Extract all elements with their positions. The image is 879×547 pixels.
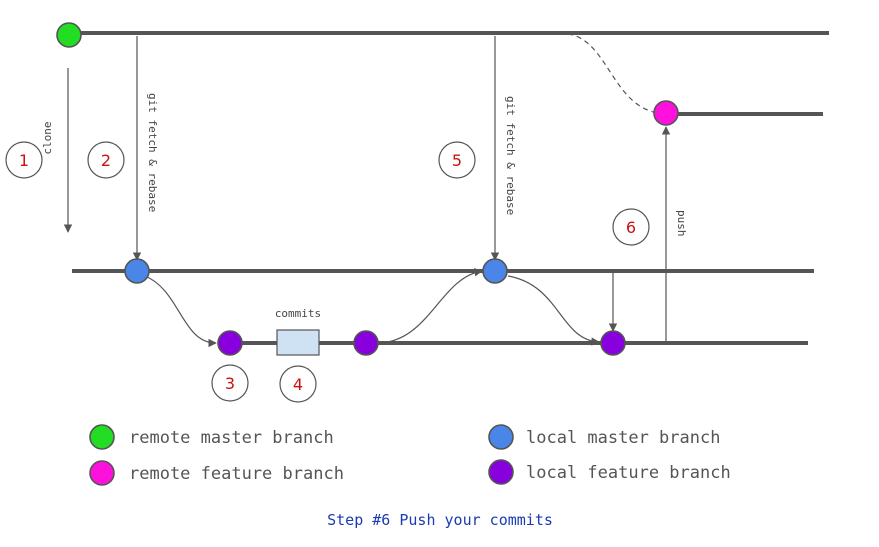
legend-local-master-swatch xyxy=(488,424,514,450)
step-5: 5 xyxy=(438,141,476,179)
legend-remote-master-label: remote master branch xyxy=(129,428,334,448)
legend-local-feature-label: local feature branch xyxy=(526,463,731,483)
remote-feature-node xyxy=(653,100,679,126)
diagram-caption: Step #6 Push your commits xyxy=(327,511,553,529)
fetch-rebase-label-1: git fetch & rebase xyxy=(146,93,159,212)
step-1: 1 xyxy=(5,141,43,179)
step-3-number: 3 xyxy=(225,374,235,393)
step-4-number: 4 xyxy=(293,375,303,394)
legend-local-master-label: local master branch xyxy=(526,428,720,448)
local-feature-node-2 xyxy=(353,330,379,356)
branch-off-curve xyxy=(144,275,217,348)
step-6-number: 6 xyxy=(626,218,636,237)
push-label: push xyxy=(675,210,688,237)
rebase-down-curve xyxy=(507,275,600,346)
step-3: 3 xyxy=(211,364,249,402)
local-master-node-1 xyxy=(124,258,150,284)
step-4: 4 xyxy=(279,365,317,403)
fetch-rebase-label-2: git fetch & rebase xyxy=(504,96,517,215)
legend-remote-master-swatch xyxy=(89,424,115,450)
local-master-node-2 xyxy=(482,258,508,284)
step-5-number: 5 xyxy=(452,151,462,170)
remote-feature-branch-curve xyxy=(567,33,667,115)
legend-local-feature-swatch xyxy=(488,459,514,485)
clone-label: clone xyxy=(41,121,54,154)
step-2: 2 xyxy=(87,141,125,179)
local-feature-node-3 xyxy=(600,330,626,356)
commits-box xyxy=(276,329,320,356)
merge-up-curve xyxy=(379,268,483,344)
commits-label: commits xyxy=(275,307,321,320)
step-2-number: 2 xyxy=(101,151,111,170)
local-feature-node-1 xyxy=(217,330,243,356)
legend: remote master branch remote feature bran… xyxy=(89,424,731,486)
step-1-number: 1 xyxy=(19,151,29,170)
legend-remote-feature-swatch xyxy=(89,460,115,486)
remote-master-node xyxy=(56,22,82,48)
step-6: 6 xyxy=(612,208,650,246)
legend-remote-feature-label: remote feature branch xyxy=(129,464,344,484)
